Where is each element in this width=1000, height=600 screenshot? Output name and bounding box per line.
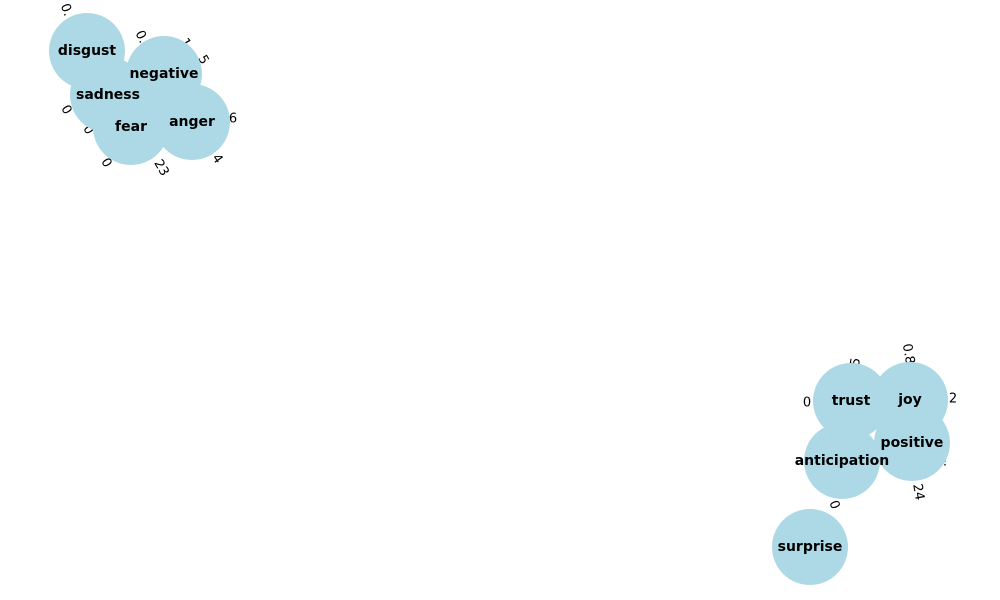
edge-weight-label: 0 [826, 499, 843, 512]
node-label-anger: anger [169, 114, 215, 130]
edge-weight-label: 6 [229, 112, 237, 127]
node-label-fear: fear [115, 119, 147, 135]
edge-weight-label: 24 [909, 483, 927, 502]
node-circle [874, 405, 950, 481]
node-surprise [772, 509, 848, 585]
node-positive [874, 405, 950, 481]
node-layer: disgust negative sadness anger fear trust joy p… [49, 13, 950, 585]
node-label-positive: positive [881, 435, 944, 451]
node-label-negative: negative [129, 66, 198, 82]
edge-weight-label: 0. [57, 2, 75, 19]
node-circle [154, 84, 230, 160]
node-label-surprise: surprise [778, 539, 843, 555]
node-fear [93, 89, 169, 165]
node-circle [93, 89, 169, 165]
node-label-trust: trust [832, 393, 871, 409]
node-circle [804, 423, 880, 499]
node-label-disgust: disgust [58, 43, 116, 59]
node-circle [772, 509, 848, 585]
node-anger [154, 84, 230, 160]
edge-weight-label: 0.8 [899, 343, 917, 366]
node-label-sadness: sadness [76, 87, 140, 103]
node-label-joy: joy [897, 392, 922, 408]
edge-weight-label: 2 [949, 392, 957, 407]
node-trust [813, 363, 889, 439]
node-circle [813, 363, 889, 439]
node-label-anticipation: anticipation [795, 453, 890, 469]
edge-weight-label: 23 [150, 157, 171, 179]
edge-weight-label: 0 [803, 396, 811, 411]
node-anticipation [804, 423, 880, 499]
edge-weight-label: 5 [848, 357, 864, 368]
edge-weight-label: ! [942, 455, 947, 470]
